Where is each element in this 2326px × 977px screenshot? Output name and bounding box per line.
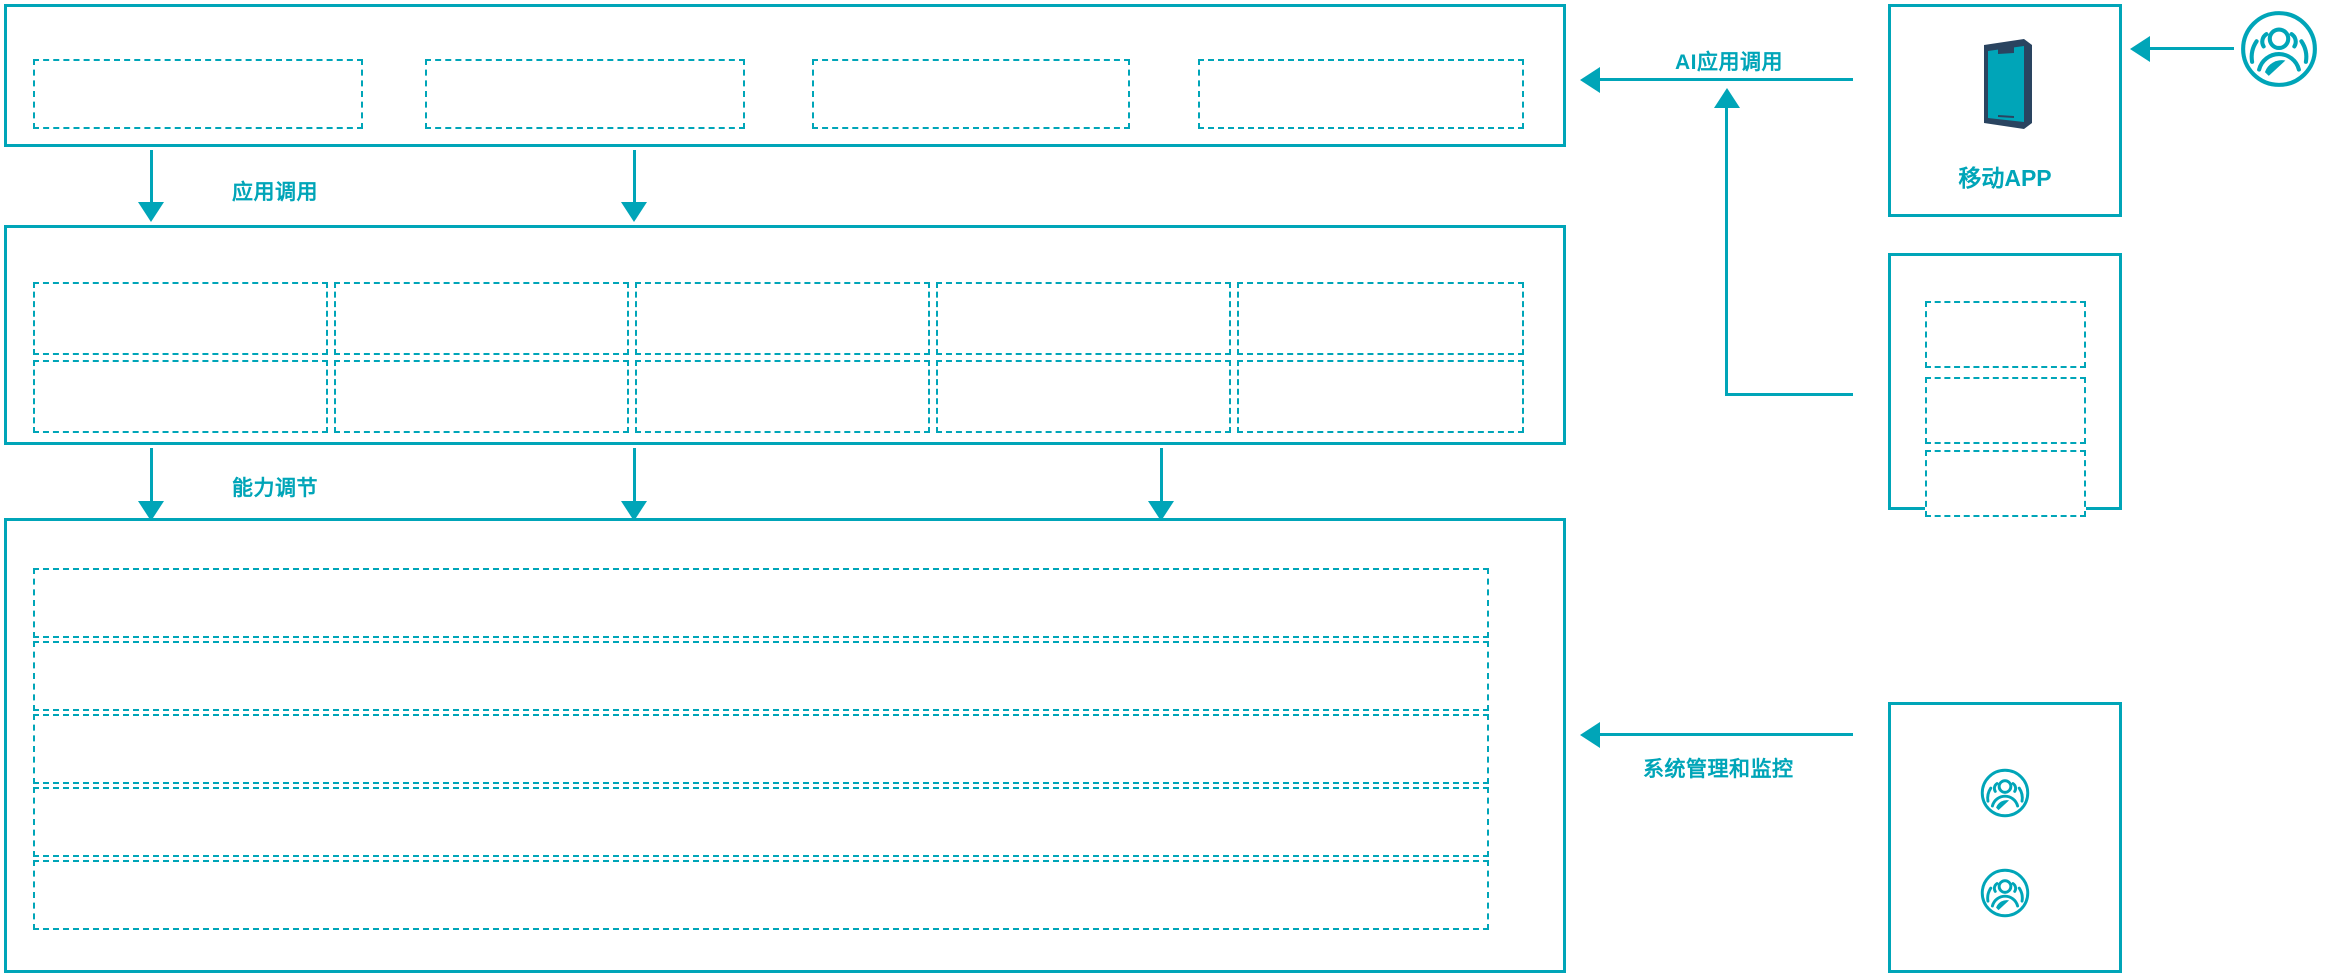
operations-card[interactable] — [1888, 702, 2122, 973]
capability-placeholder-r2c3[interactable] — [635, 360, 930, 433]
app-invoke-arrow-2 — [621, 202, 647, 222]
capability-placeholder-r2c2[interactable] — [334, 360, 629, 433]
platform-row-4[interactable] — [33, 787, 1489, 857]
channel-placeholder-3[interactable] — [1925, 450, 2086, 517]
ai-app-invoke-vline — [1725, 106, 1728, 396]
app-invoke-label: 应用调用 — [232, 181, 318, 204]
ai-app-invoke-hline-bottom — [1725, 393, 1853, 396]
platform-row-1[interactable] — [33, 568, 1489, 638]
application-placeholder-4[interactable] — [1198, 59, 1524, 129]
ai-app-invoke-arrow — [1580, 67, 1600, 93]
app-invoke-line-2 — [633, 150, 636, 206]
capability-placeholder-r1c5[interactable] — [1237, 282, 1524, 355]
platform-row-3[interactable] — [33, 714, 1489, 784]
application-placeholder-1[interactable] — [33, 59, 363, 129]
user-to-app-line — [2150, 47, 2234, 50]
capability-tune-label: 能力调节 — [232, 477, 318, 500]
application-placeholder-2[interactable] — [425, 59, 745, 129]
capability-placeholder-r1c1[interactable] — [33, 282, 328, 355]
capability-placeholder-r2c1[interactable] — [33, 360, 328, 433]
ai-app-invoke-arrow-up — [1714, 88, 1740, 108]
sys-mgmt-line — [1600, 733, 1853, 736]
app-invoke-line-1 — [150, 150, 153, 206]
mobile-app-caption: 移动APP — [1958, 165, 2052, 191]
mobile-app-card[interactable]: 移动APP — [1888, 4, 2122, 217]
capability-placeholder-r2c4[interactable] — [936, 360, 1231, 433]
operations-user-group-icon-2[interactable] — [1979, 867, 2031, 919]
capability-placeholder-r1c4[interactable] — [936, 282, 1231, 355]
channel-placeholder-1[interactable] — [1925, 301, 2086, 368]
channel-placeholder-2[interactable] — [1925, 377, 2086, 444]
capability-placeholder-r1c2[interactable] — [334, 282, 629, 355]
capability-tune-arrow-3 — [1148, 501, 1174, 521]
ai-app-invoke-hline-top — [1600, 78, 1853, 81]
end-user-actor-icon[interactable] — [2238, 8, 2320, 90]
capability-placeholder-r1c3[interactable] — [635, 282, 930, 355]
capability-tune-line-2 — [633, 448, 636, 505]
user-to-app-arrow — [2130, 36, 2150, 62]
capability-tune-arrow-2 — [621, 501, 647, 521]
smartphone-icon — [1974, 37, 2036, 133]
capability-tune-line-1 — [150, 448, 153, 505]
sys-mgmt-arrow — [1580, 722, 1600, 748]
capability-tune-line-3 — [1160, 448, 1163, 505]
sys-mgmt-label: 系统管理和监控 — [1643, 758, 1794, 781]
capability-tune-arrow-1 — [138, 501, 164, 521]
platform-row-2[interactable] — [33, 641, 1489, 711]
app-invoke-arrow-1 — [138, 202, 164, 222]
ai-app-invoke-label: AI应用调用 — [1675, 51, 1783, 74]
application-placeholder-3[interactable] — [812, 59, 1130, 129]
capability-placeholder-r2c5[interactable] — [1237, 360, 1524, 433]
platform-row-5[interactable] — [33, 860, 1489, 930]
operations-user-group-icon-1[interactable] — [1979, 767, 2031, 819]
